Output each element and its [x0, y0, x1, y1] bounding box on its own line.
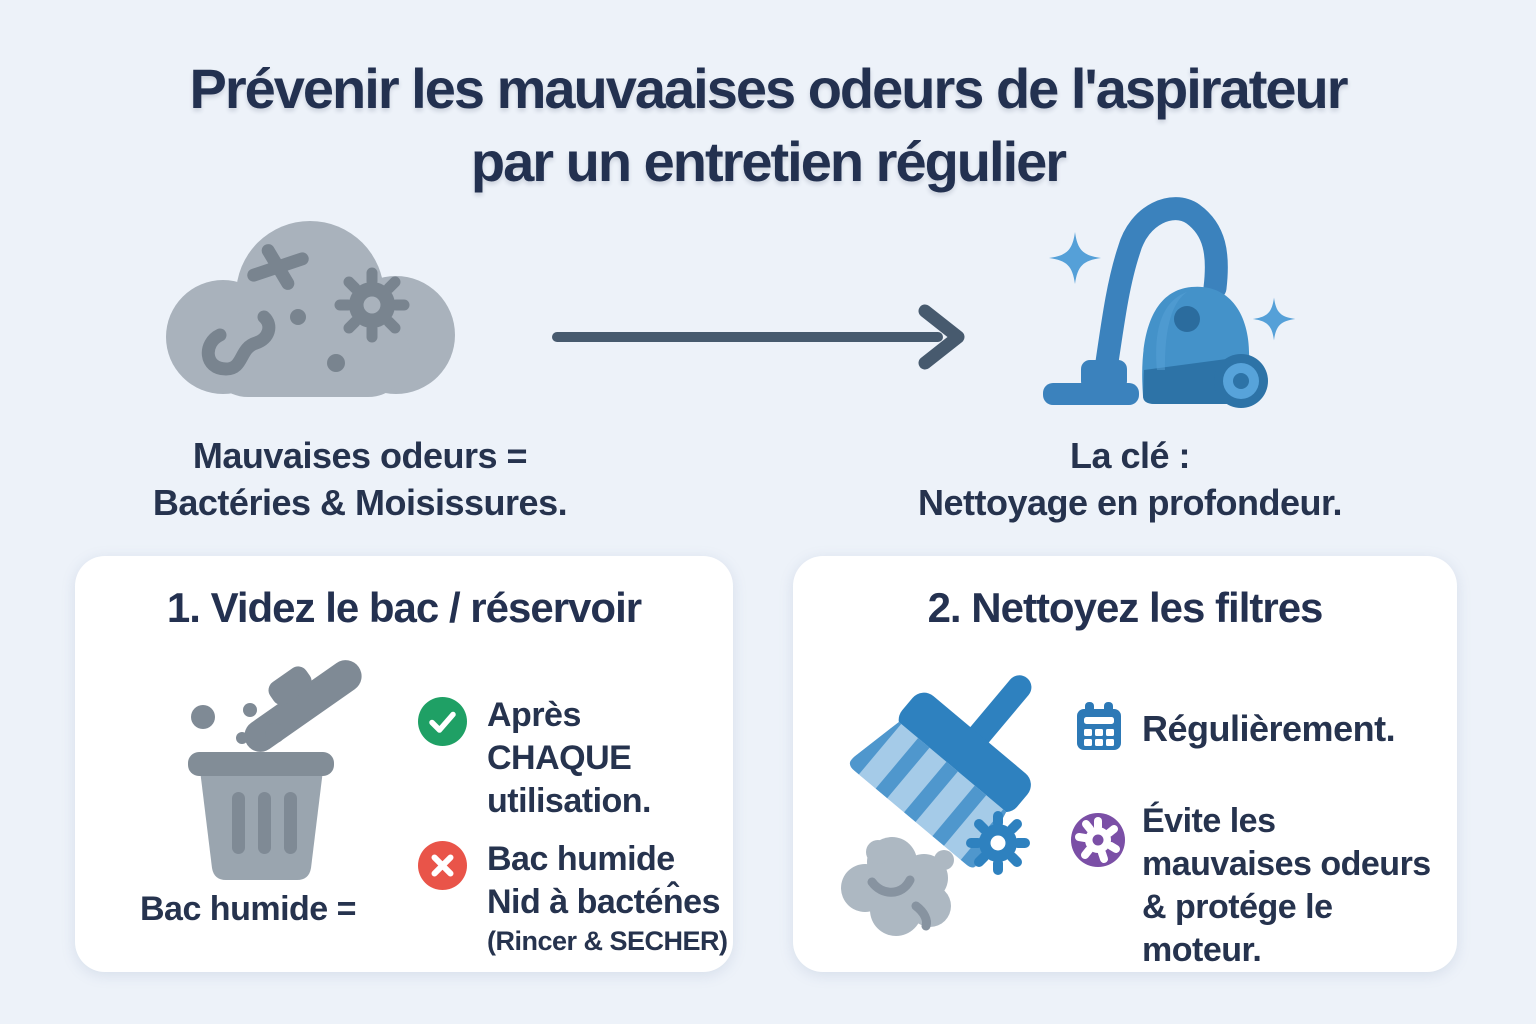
cause-label-line1: Mauvaises odeurs =: [192, 435, 528, 476]
solution-label-line2: Nettoyage en profondeur.: [917, 482, 1343, 523]
gear-icon: [966, 811, 1030, 875]
dont-point-line2: Nid à bactén̂es: [487, 883, 720, 921]
frequency-text: Régulièrement.: [1142, 708, 1396, 749]
dont-point-line1: Bac humide: [487, 840, 675, 878]
check-icon: [418, 697, 467, 746]
arrow-right-icon: [552, 304, 965, 370]
cross-icon: [418, 841, 467, 890]
trash-can-icon: [188, 660, 362, 880]
benefit-text: Évite les mauvaises odeurs & protége le …: [1142, 800, 1452, 972]
dont-point-note: (Rincer & SECHER): [487, 926, 728, 956]
do-point-text: Après CHAQUE utilisation.: [487, 694, 652, 823]
page-title-line1: Prévenir les mauvaaises odeurs de l'aspi…: [189, 57, 1348, 120]
benefit-line2: mauvaises odeurs: [1142, 845, 1431, 883]
cause-label: Mauvaises odeurs = Bactéries & Moisissur…: [60, 432, 660, 526]
germ-shapes: [201, 244, 410, 376]
brush-icon: [841, 675, 1032, 936]
do-point-line1: Après: [487, 696, 581, 734]
vacuum-icon: [1043, 197, 1296, 408]
cause-label-line2: Bactéries & Moisissures.: [152, 482, 568, 523]
card-empty-bin-title: 1. Videz le bac / réservoir: [166, 584, 642, 631]
card-clean-filters-title: 2. Nettoyez les filtres: [927, 584, 1324, 631]
page-title: Prévenir les mauvaaises odeurs de l'aspi…: [0, 52, 1536, 198]
dont-point-text: Bac humide Nid à bactén̂es (Rincer & SEC…: [487, 838, 728, 958]
do-point-line2: CHAQUE: [487, 739, 632, 777]
card-empty-bin: 1. Videz le bac / réservoir: [75, 556, 733, 972]
solution-label: La clé : Nettoyage en profondeur.: [850, 432, 1410, 526]
benefit-line1: Évite les: [1142, 802, 1276, 840]
do-point: Après CHAQUE utilisation.: [418, 694, 652, 823]
dont-point: Bac humide Nid à bactén̂es (Rincer & SEC…: [418, 838, 728, 958]
dust-blob-icon: [841, 837, 954, 936]
page-title-line2: par un entretien régulier: [470, 130, 1067, 193]
sparkle-icon: [1049, 232, 1296, 341]
germ-icon: [1071, 813, 1125, 867]
benefit-line3: & protége le moteur.: [1142, 888, 1333, 969]
odor-cloud-icon: [166, 221, 455, 397]
solution-label-line1: La clé :: [1069, 435, 1191, 476]
calendar-icon: [1077, 702, 1121, 750]
bin-caption: Bac humide =: [139, 890, 357, 928]
do-point-line3: utilisation.: [487, 782, 652, 820]
